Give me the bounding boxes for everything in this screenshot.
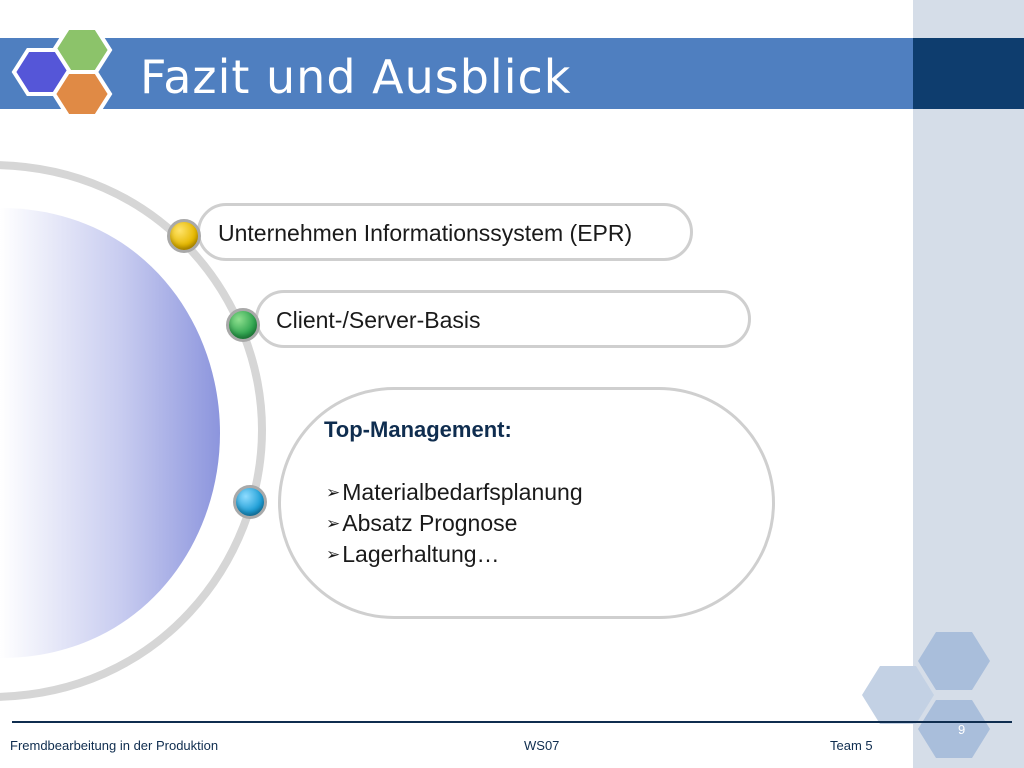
slide-title: Fazit und Ausblick	[140, 50, 572, 104]
management-box: Top-Management: ➢Materialbedarfsplanung …	[278, 387, 775, 619]
item-label-2: Client-/Server-Basis	[276, 307, 481, 333]
hexagon-cluster-logo	[11, 26, 113, 118]
blue-dot-icon	[233, 485, 267, 519]
footer-term: WS07	[524, 738, 560, 753]
item-pill-2: Client-/Server-Basis	[255, 290, 751, 348]
title-bar-accent	[913, 38, 1024, 109]
item-label-1: Unternehmen Informationssystem (EPR)	[218, 220, 633, 246]
yellow-dot-icon	[167, 219, 201, 253]
footer-course: Fremdbearbeitung in der Produktion	[10, 738, 219, 753]
arrow-bullet-icon: ➢	[326, 514, 341, 533]
arrow-bullet-icon: ➢	[326, 483, 341, 502]
bullet-text: Absatz Prognose	[342, 510, 518, 536]
page-number: 9	[958, 722, 966, 737]
bullet-item: ➢Lagerhaltung…	[326, 539, 583, 570]
footer-divider	[12, 721, 1012, 723]
bullet-text: Materialbedarfsplanung	[342, 479, 583, 505]
bullet-item: ➢Materialbedarfsplanung	[326, 477, 583, 508]
footer-team: Team 5	[830, 738, 873, 753]
title-bar	[0, 38, 913, 109]
gray-arc	[0, 161, 267, 701]
gradient-half-circle	[0, 208, 220, 658]
bullet-item: ➢Absatz Prognose	[326, 508, 583, 539]
decorative-hexagons	[862, 632, 990, 758]
item-pill-1: Unternehmen Informationssystem (EPR)	[197, 203, 693, 261]
bullet-list: ➢Materialbedarfsplanung ➢Absatz Prognose…	[326, 477, 583, 570]
box-heading: Top-Management:	[324, 417, 512, 442]
green-dot-icon	[226, 308, 260, 342]
arrow-bullet-icon: ➢	[326, 545, 341, 564]
bullet-text: Lagerhaltung…	[342, 541, 500, 567]
